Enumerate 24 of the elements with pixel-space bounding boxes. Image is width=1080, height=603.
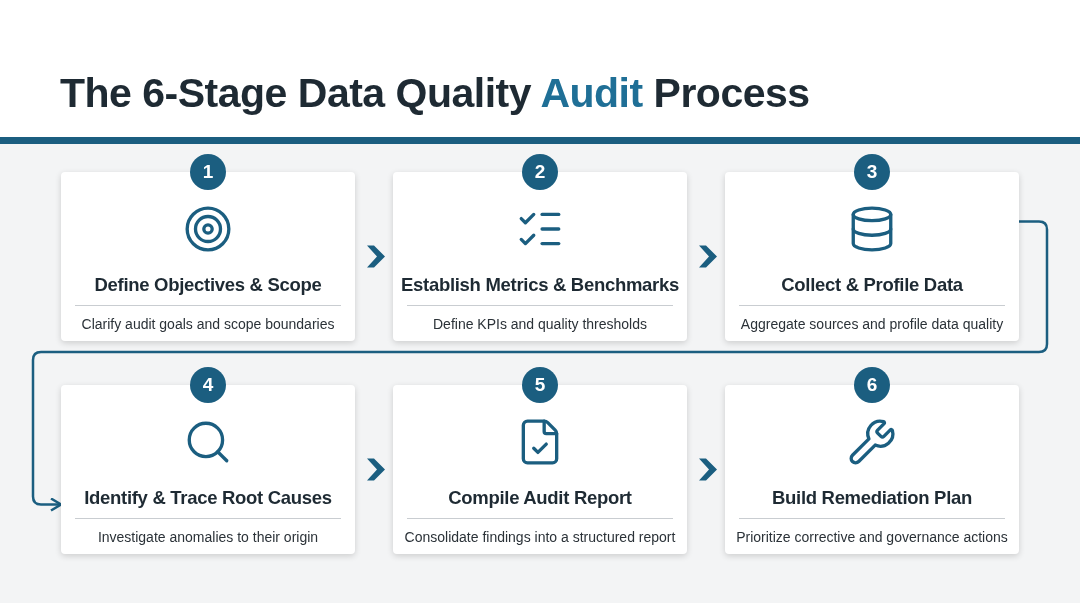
stage-title: Establish Metrics & Benchmarks: [401, 274, 679, 296]
step-number: 3: [854, 154, 890, 190]
stage-description: Consolidate findings into a structured report: [404, 529, 676, 545]
stage-title: Identify & Trace Root Causes: [84, 487, 332, 509]
stage-description: Define KPIs and quality thresholds: [433, 316, 647, 332]
stage-description: Prioritize corrective and governance actions: [736, 529, 1008, 545]
stage-description: Investigate anomalies to their origin: [97, 529, 319, 545]
step-number: 4: [190, 367, 226, 403]
step-number: 1: [190, 154, 226, 190]
step-number: 5: [522, 367, 558, 403]
step-number: 2: [522, 154, 558, 190]
stage-description: Aggregate sources and profile data quality: [740, 316, 1004, 332]
chevron-arrow: [699, 245, 717, 268]
arrow: [31, 220, 1049, 512]
chevron-arrow: [367, 458, 385, 481]
stage-title: Define Objectives & Scope: [94, 274, 322, 296]
chevron-arrow: [367, 245, 385, 268]
step-number: 6: [854, 367, 890, 403]
stage-title: Collect & Profile Data: [781, 274, 963, 296]
chevron-arrow: [699, 458, 717, 481]
stage-description: Clarify audit goals and scope boundaries: [81, 316, 335, 332]
title: The 6-Stage Data Quality Audit Process: [60, 70, 810, 117]
stage-title: Build Remediation Plan: [772, 487, 972, 509]
stage-title: Compile Audit Report: [448, 487, 632, 509]
